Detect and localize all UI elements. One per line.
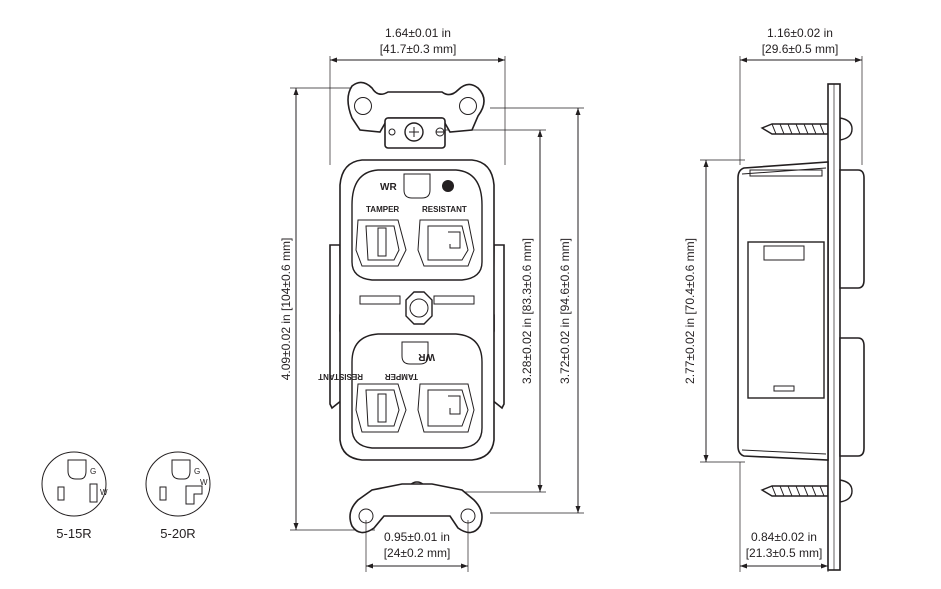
dim-side-body-depth: 0.84±0.02 in [21.3±0.5 mm] [739,462,829,572]
dim-side-depth-mm: [29.6±0.5 mm] [762,42,839,56]
lower-wr-mark: WR [418,351,435,362]
dim-front-width-inch: 1.64±0.01 in [385,26,451,40]
dim-front-total-height-label: 4.09±0.02 in [104±0.6 mm] [279,238,293,381]
lower-ground-slot [401,341,429,365]
upper-indicator-dot [442,180,454,192]
middle-bar-left [359,295,401,305]
dim-front-width: 1.64±0.01 in [41.7±0.3 mm] [329,26,506,165]
side-view: 1.16±0.02 in [29.6±0.5 mm] 2.77±0.02 in … [683,26,865,572]
config-5-20r-hot-slot [159,486,167,501]
dim-side-height-label: 2.77±0.02 in [70.4±0.6 mm] [683,238,697,384]
dim-front-width-mm: [41.7±0.3 mm] [380,42,457,56]
config-5-15r-ground-mark: G [90,467,96,476]
dim-side-body-depth-mm: [21.3±0.5 mm] [746,546,823,560]
lower-resistant-label: RESISTANT [318,372,363,381]
config-5-15r-ground-slot [67,459,87,480]
dim-front-total-height: 4.09±0.02 in [104±0.6 mm] [279,87,375,531]
upper-outlet-face: WR TAMPER RESISTANT [351,169,483,281]
mounting-strap [347,81,485,133]
config-5-20r-neutral-slot [185,485,203,505]
upper-slot-right [417,219,475,267]
config-5-20r-label: 5-20R [160,526,195,541]
side-bracket-left [329,244,343,410]
lower-slot-right [417,383,475,433]
dim-front-strap-height: 3.72±0.02 in [94.6±0.6 mm] [490,107,584,514]
dim-front-bottom-width-mm: [24±0.2 mm] [384,546,451,560]
lower-tamper-label: TAMPER [385,372,418,381]
config-5-15r-label: 5-15R [56,526,91,541]
side-terminal-plate [747,241,825,399]
config-5-20r-neutral-mark: W [200,478,208,487]
dim-front-mount-height-label: 3.28±0.02 in [83.3±0.6 mm] [520,238,534,384]
upper-resistant-label: RESISTANT [422,205,467,214]
config-5-15r-face [41,451,107,517]
config-5-15r: G W 5-15R [41,451,108,541]
side-screw-bottom [760,479,853,503]
config-5-20r: G W 5-20R [145,451,211,541]
center-nut [405,291,433,325]
side-face-lower [839,337,865,457]
dim-front-strap-height-label: 3.72±0.02 in [94.6±0.6 mm] [558,238,572,384]
dim-side-height: 2.77±0.02 in [70.4±0.6 mm] [683,159,745,463]
config-5-15r-neutral-mark: W [100,488,108,497]
dim-side-body-depth-inch: 0.84±0.02 in [751,530,817,544]
dim-side-depth-inch: 1.16±0.02 in [767,26,833,40]
dim-front-bottom-width: 0.95±0.01 in [24±0.2 mm] [365,520,469,572]
config-5-15r-hot-slot [57,486,65,501]
upper-wr-mark: WR [380,182,397,193]
config-5-20r-ground-slot [171,459,191,480]
lower-outlet-face: WR RESISTANT TAMPER [318,333,483,449]
upper-ground-slot [403,173,431,199]
config-5-20r-ground-mark: G [194,467,200,476]
bottom-strap [349,483,483,534]
upper-tamper-label: TAMPER [366,205,399,214]
middle-bar-right [433,295,475,305]
upper-slot-left [355,219,407,267]
front-view: 1.64±0.01 in [41.7±0.3 mm] 4.09±0.02 in … [279,26,584,572]
config-5-15r-neutral-slot [89,483,98,503]
mounting-hole-top-left [354,97,372,115]
mounting-hole-top-right [459,97,477,115]
side-face-upper [839,169,865,289]
dim-side-depth: 1.16±0.02 in [29.6±0.5 mm] [739,26,863,165]
dim-front-bottom-width-inch: 0.95±0.01 in [384,530,450,544]
lower-slot-left [355,383,407,433]
config-5-20r-face [145,451,211,517]
